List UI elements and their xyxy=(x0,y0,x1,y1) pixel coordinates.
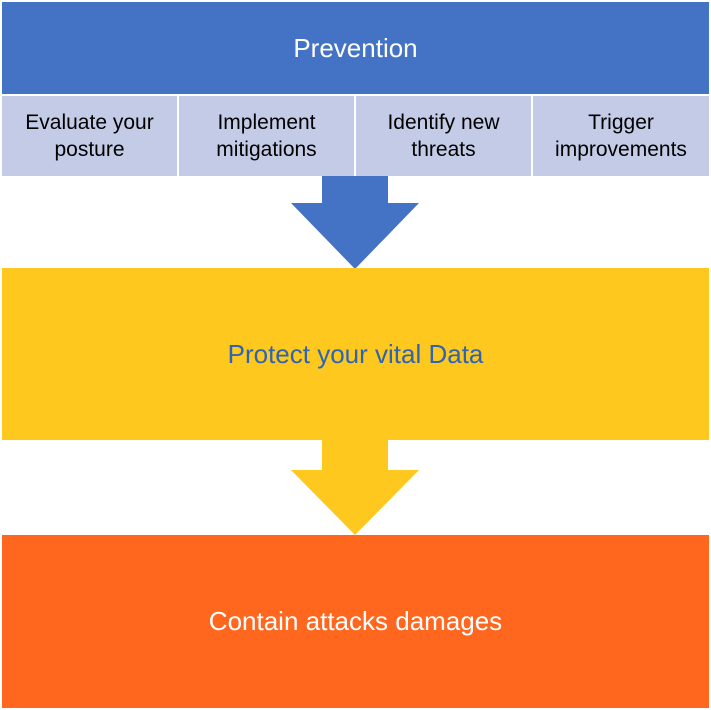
prevention-header: Prevention xyxy=(2,2,709,94)
protect-box: Protect your vital Data xyxy=(2,268,709,440)
step-implement-mitigations: Implement mitigations xyxy=(179,96,354,176)
yellow-down-arrow xyxy=(291,440,419,535)
step-identify-threats: Identify new threats xyxy=(356,96,531,176)
step-trigger-improvements: Trigger improvements xyxy=(533,96,709,176)
contain-title: Contain attacks damages xyxy=(208,606,503,636)
prevention-title: Prevention xyxy=(293,32,418,63)
contain-box: Contain attacks damages xyxy=(2,535,709,708)
step-evaluate-posture: Evaluate your posture xyxy=(2,96,177,176)
protect-title: Protect your vital Data xyxy=(227,338,484,369)
blue-down-arrow xyxy=(291,176,419,269)
